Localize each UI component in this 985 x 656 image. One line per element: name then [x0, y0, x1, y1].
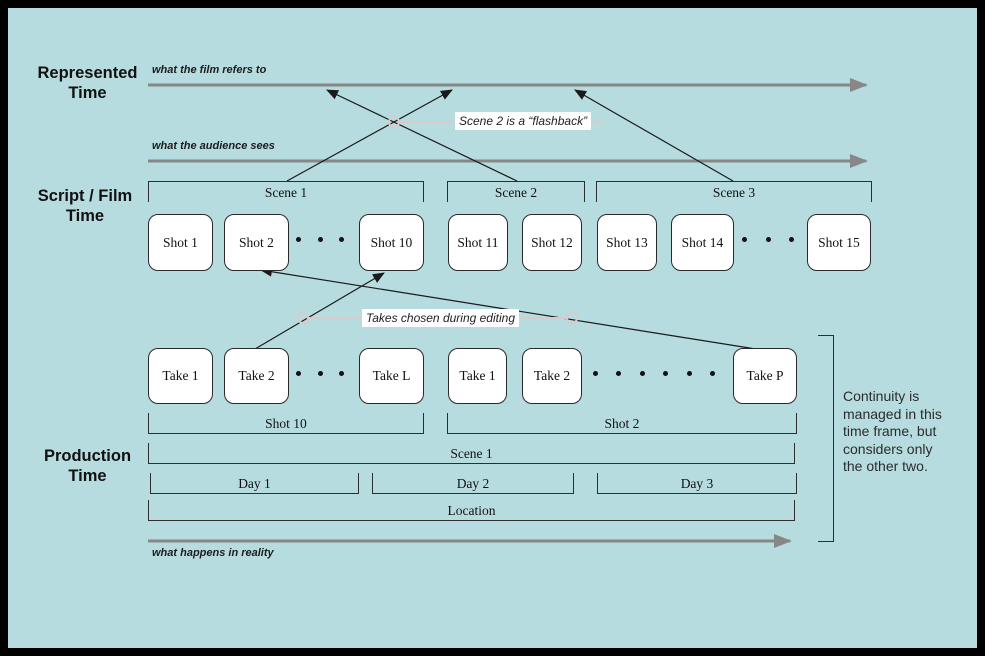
shots-ellipsis-2 — [742, 237, 794, 242]
scene2-flashback-arrow — [326, 89, 518, 182]
scene-1-production-label: Scene 1 — [450, 446, 493, 461]
ellipsis-dot-icon — [339, 237, 344, 242]
ellipsis-dot-icon — [742, 237, 747, 242]
take-1-box-shot2: Take 1 — [448, 348, 507, 404]
shot-13-label: Shot 13 — [606, 234, 648, 250]
day-1-label: Day 1 — [238, 476, 271, 491]
shot-2-production-bracket: Shot 2 — [447, 413, 797, 434]
shot-13-box: Shot 13 — [597, 214, 657, 271]
shot-10-label: Shot 10 — [370, 234, 413, 250]
scene-1-production-bracket: Scene 1 — [148, 443, 795, 464]
scene-2-bracket: Scene 2 — [447, 181, 585, 202]
shot-12-box: Shot 12 — [522, 214, 582, 271]
scene-1-bracket: Scene 1 — [148, 181, 424, 202]
takes-ellipsis-2 — [593, 371, 715, 376]
shot-10-bracket-label: Shot 10 — [265, 416, 307, 431]
ellipsis-dot-icon — [339, 371, 344, 376]
shot-2-bracket-label: Shot 2 — [604, 416, 640, 431]
production-time-label: Production Time — [43, 447, 132, 485]
ellipsis-dot-icon — [593, 371, 598, 376]
scene1-to-represented-arrow — [286, 89, 453, 182]
ellipsis-dot-icon — [296, 371, 301, 376]
day-3-label: Day 3 — [680, 476, 714, 491]
ellipsis-dot-icon — [317, 237, 323, 242]
take-L-box-shot10: Take L — [359, 348, 424, 404]
day-1-bracket: Day 1 — [150, 473, 359, 494]
take-2-label: Take 2 — [238, 368, 275, 383]
ellipsis-dot-icon — [663, 371, 669, 376]
shot-1-box: Shot 1 — [148, 214, 213, 271]
audience-sees-caption: what the audience sees — [152, 140, 275, 152]
shot-12-label: Shot 12 — [531, 234, 573, 250]
ellipsis-dot-icon — [765, 237, 771, 242]
ellipsis-dot-icon — [709, 371, 715, 376]
shot-15-box: Shot 15 — [807, 214, 871, 271]
ellipsis-dot-icon — [789, 237, 794, 242]
film-refers-caption: what the film refers to — [152, 64, 267, 76]
ellipsis-dot-icon — [639, 371, 645, 376]
take-1-label: Take 1 — [162, 368, 199, 383]
scene-1-label: Scene 1 — [264, 185, 308, 200]
script-film-time-label: Script / Film Time — [37, 187, 133, 225]
day-3-bracket: Day 3 — [597, 473, 797, 494]
shot-11-label: Shot 11 — [457, 234, 499, 250]
take-1-label: Take 1 — [459, 368, 496, 383]
scene3-to-represented-arrow — [574, 89, 734, 182]
ellipsis-dot-icon — [296, 237, 301, 242]
location-bracket: Location — [148, 500, 795, 521]
shot-2-box: Shot 2 — [224, 214, 289, 271]
shot-14-box: Shot 14 — [671, 214, 734, 271]
flashback-annotation: Scene 2 is a “flashback” — [455, 112, 592, 130]
take-2-label: Take 2 — [533, 368, 571, 383]
take-1-box-shot10: Take 1 — [148, 348, 213, 404]
ellipsis-dot-icon — [616, 371, 622, 376]
ellipsis-dot-icon — [317, 371, 323, 376]
take-P-label: Take P — [746, 368, 784, 383]
location-label: Location — [447, 503, 496, 518]
ellipsis-dot-icon — [686, 371, 692, 376]
scene-3-bracket: Scene 3 — [596, 181, 872, 202]
shot-1-label: Shot 1 — [163, 234, 198, 250]
takes-callout-circle-right — [566, 312, 578, 324]
shot-10-production-bracket: Shot 10 — [148, 413, 424, 434]
takes-ellipsis-1 — [296, 371, 344, 376]
shot-10-box: Shot 10 — [359, 214, 424, 271]
shot-11-box: Shot 11 — [448, 214, 508, 271]
takes-editing-annotation: Takes chosen during editing — [362, 309, 519, 327]
take-L-label: Take L — [372, 368, 411, 383]
day-2-label: Day 2 — [456, 476, 490, 491]
reality-caption: what happens in reality — [152, 547, 274, 559]
shot-2-label: Shot 2 — [239, 234, 274, 250]
continuity-note: Continuity is managed in this time frame… — [843, 388, 942, 474]
take-P-box-shot2: Take P — [733, 348, 797, 404]
day-2-bracket: Day 2 — [372, 473, 574, 494]
shot-14-label: Shot 14 — [681, 234, 724, 250]
scene-2-label: Scene 2 — [494, 185, 538, 200]
take-2-box-shot2: Take 2 — [522, 348, 582, 404]
shots-ellipsis-1 — [296, 237, 344, 242]
represented-time-label: Represented Time — [37, 64, 138, 102]
shot-15-label: Shot 15 — [818, 234, 860, 250]
scene-3-label: Scene 3 — [712, 185, 756, 200]
continuity-scope-bracket — [818, 335, 834, 542]
take-2-box-shot10: Take 2 — [224, 348, 289, 404]
